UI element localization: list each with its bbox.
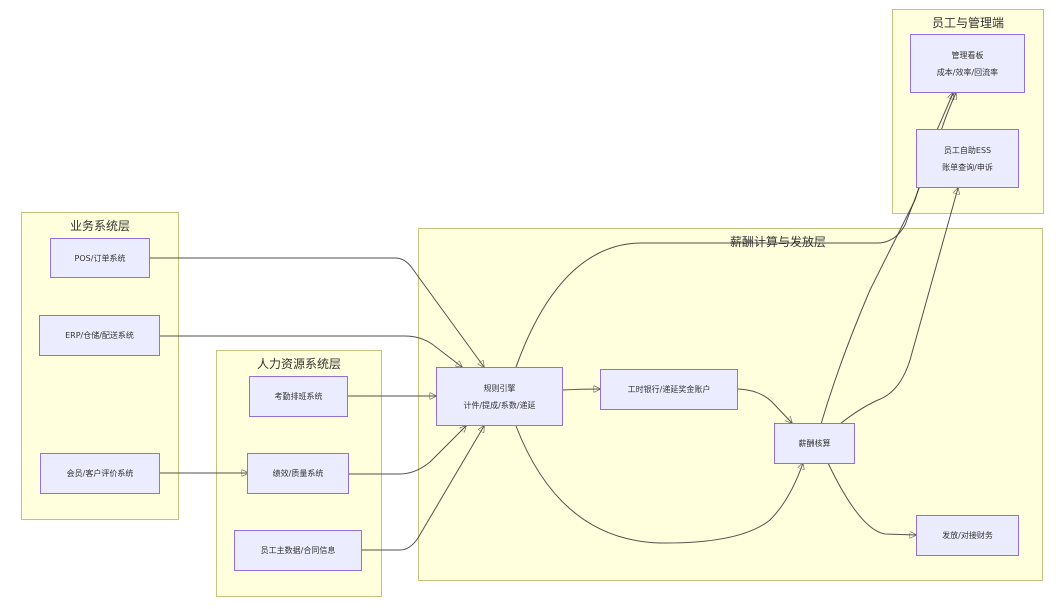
node-label: ERP/仓储/配送系统 bbox=[65, 331, 134, 340]
node-label: 会员/客户评价系统 bbox=[66, 469, 134, 478]
cluster-title: 业务系统层 bbox=[69, 219, 130, 233]
node-performance-quality[interactable]: 绩效/质量系统 bbox=[247, 453, 349, 494]
node-erp-warehouse-delivery[interactable]: ERP/仓储/配送系统 bbox=[39, 315, 160, 356]
node-pos-order-system[interactable]: POS/订单系统 bbox=[50, 238, 150, 278]
node-management-dashboard[interactable]: 管理看板 成本/效率/回流率 bbox=[910, 34, 1025, 93]
node-member-review-system[interactable]: 会员/客户评价系统 bbox=[40, 453, 160, 494]
node-label: 工时银行/递延奖金账户 bbox=[627, 385, 711, 394]
node-label: 考勤排班系统 bbox=[274, 392, 323, 401]
node-payroll-calculation[interactable]: 薪酬核算 bbox=[774, 423, 855, 464]
node-employee-self-service[interactable]: 员工自助ESS 账单查询/申诉 bbox=[916, 129, 1019, 188]
node-label: 员工主数据/合同信息 bbox=[260, 546, 336, 555]
node-label: 绩效/质量系统 bbox=[272, 469, 324, 478]
node-label: POS/订单系统 bbox=[74, 253, 126, 263]
node-time-bank-deferred-bonus[interactable]: 工时银行/递延奖金账户 bbox=[600, 369, 738, 410]
node-rules-engine[interactable]: 规则引擎 计件/提成/系数/递延 bbox=[436, 367, 563, 426]
node-sublabel: 账单查询/申诉 bbox=[942, 162, 993, 172]
node-label: 发放/对接财务 bbox=[942, 531, 993, 540]
cluster-title: 人力资源系统层 bbox=[256, 357, 341, 371]
node-attendance-scheduling[interactable]: 考勤排班系统 bbox=[249, 376, 348, 417]
node-label: 员工自助ESS bbox=[943, 145, 992, 155]
cluster-title: 薪酬计算与发放层 bbox=[729, 235, 826, 249]
node-payout-finance[interactable]: 发放/对接财务 bbox=[916, 515, 1019, 556]
node-label: 薪酬核算 bbox=[798, 439, 831, 448]
node-sublabel: 成本/效率/回流率 bbox=[936, 67, 999, 77]
node-employee-master-data[interactable]: 员工主数据/合同信息 bbox=[234, 530, 362, 571]
node-label: 规则引擎 bbox=[483, 383, 516, 393]
node-sublabel: 计件/提成/系数/递延 bbox=[463, 400, 536, 410]
cluster-title: 员工与管理端 bbox=[931, 16, 1004, 30]
node-label: 管理看板 bbox=[951, 50, 984, 60]
